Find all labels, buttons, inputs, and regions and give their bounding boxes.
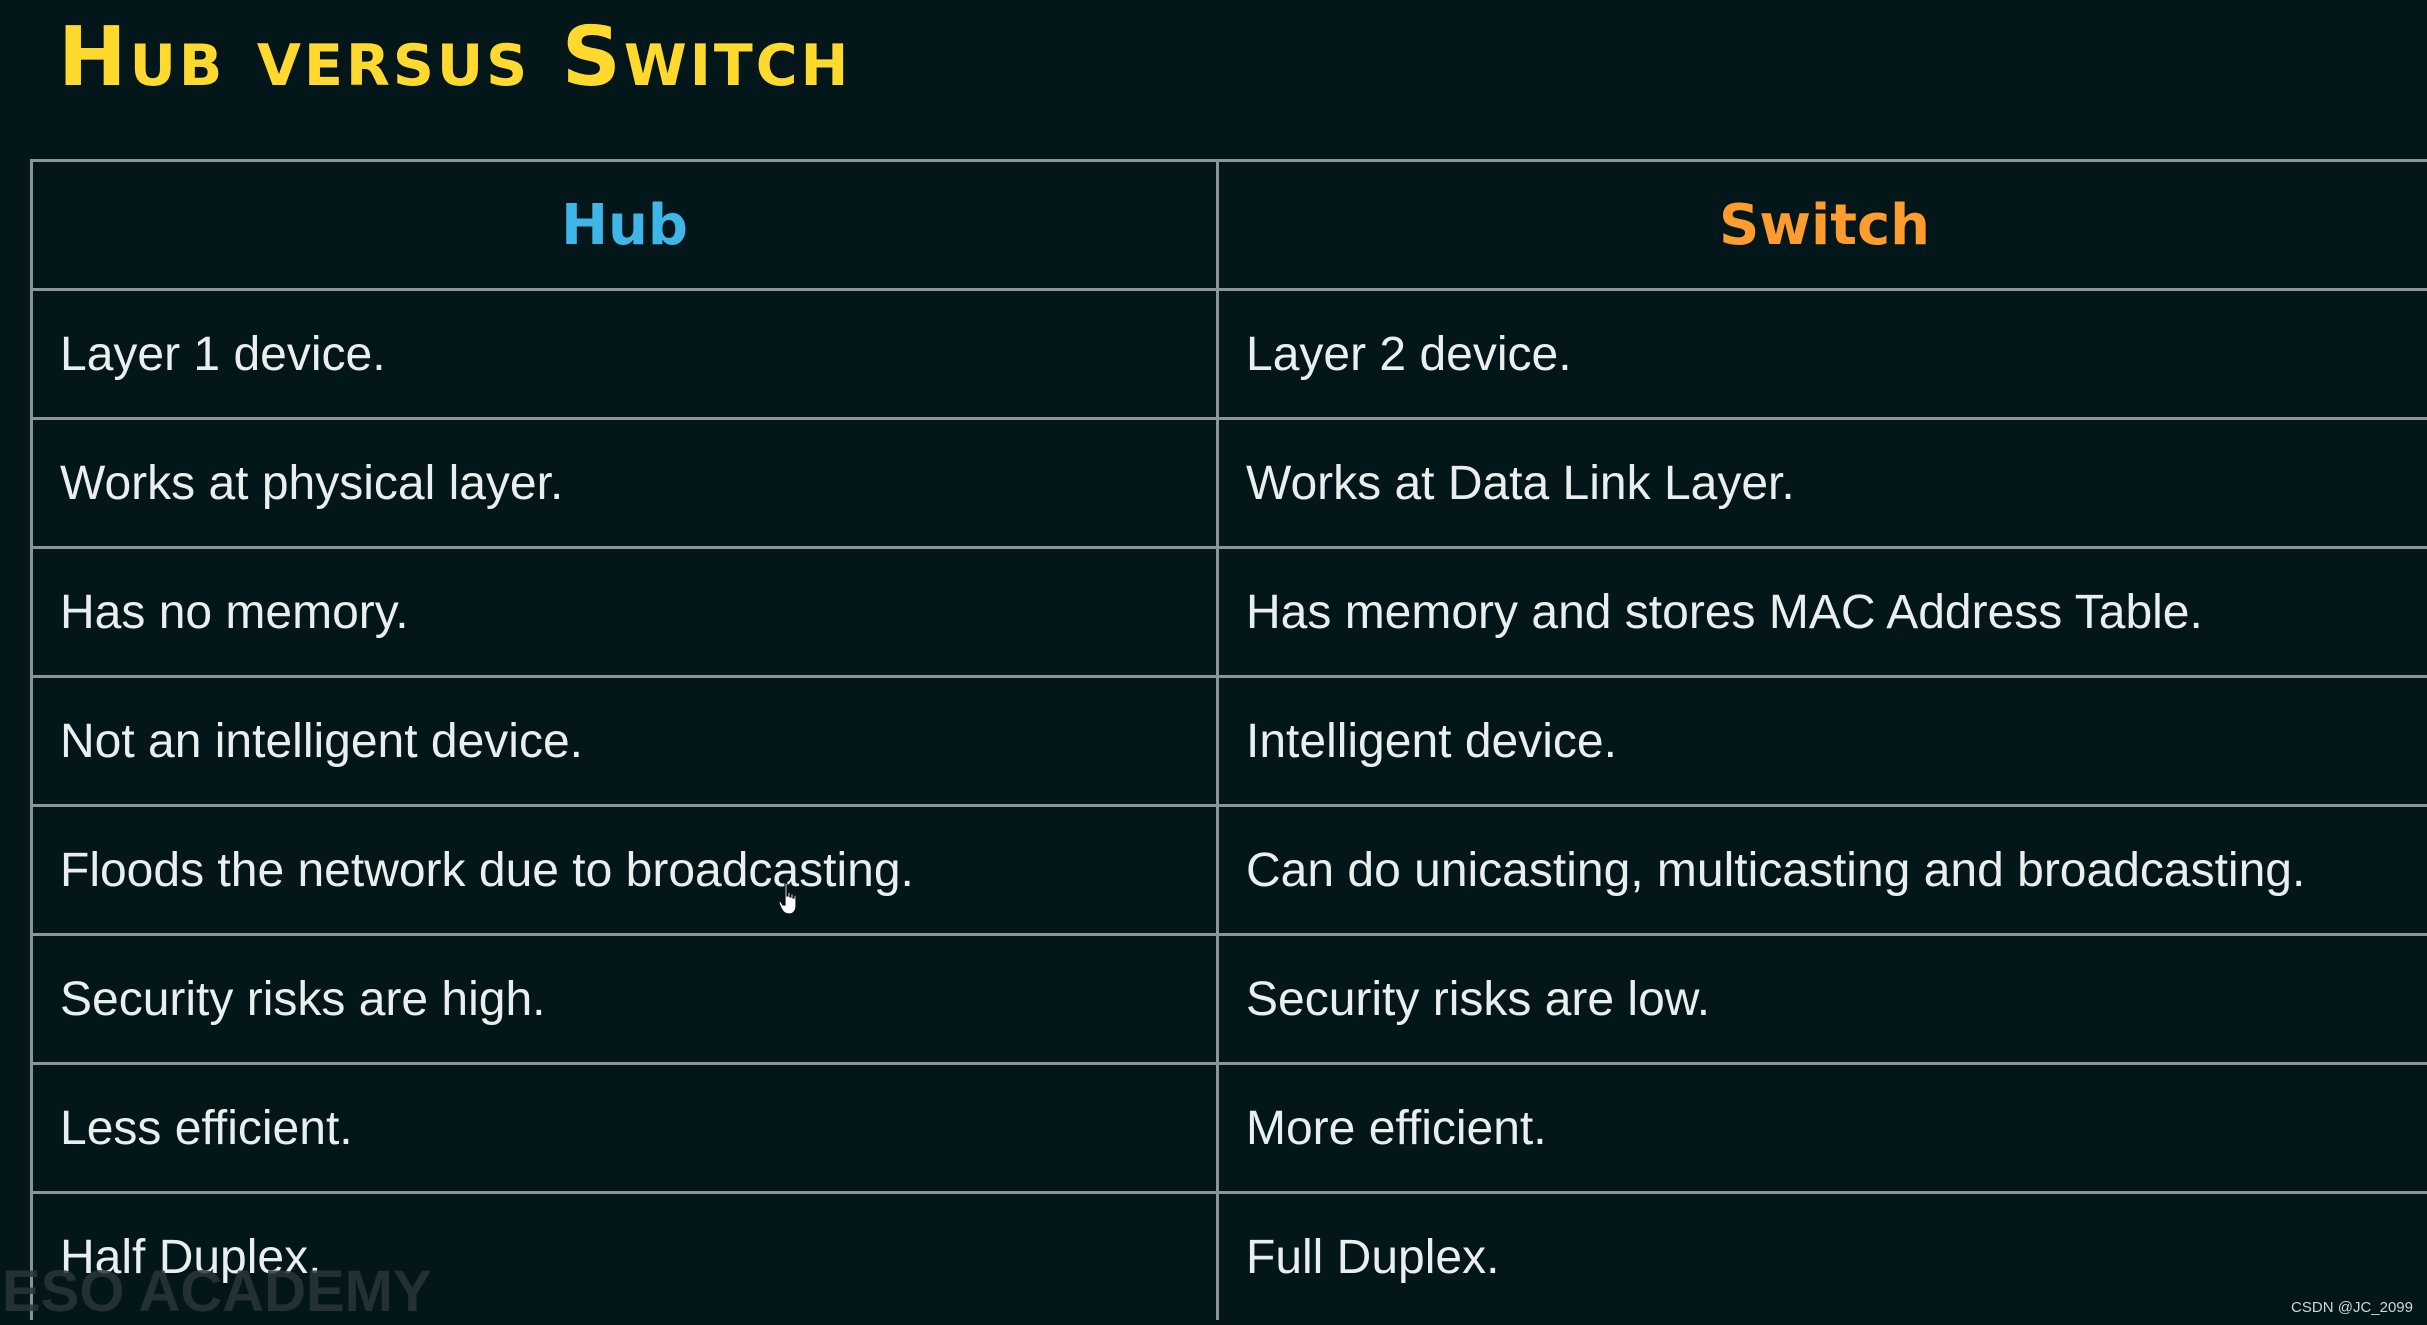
table-row: Not an intelligent device. Intelligent d… bbox=[33, 678, 2427, 807]
hub-cell: Security risks are high. bbox=[33, 936, 1219, 1062]
switch-cell: Layer 2 device. bbox=[1246, 327, 1572, 381]
switch-cell: Full Duplex. bbox=[1246, 1230, 1500, 1284]
hub-cell: Not an intelligent device. bbox=[33, 678, 1219, 804]
hub-cell: Less efficient. bbox=[33, 1065, 1219, 1191]
table-row: Half Duplex. Full Duplex. bbox=[33, 1194, 2427, 1320]
table-row: Works at physical layer. Works at Data L… bbox=[33, 420, 2427, 549]
column-header-hub: Hub bbox=[33, 162, 1219, 288]
hub-cell: Layer 1 device. bbox=[33, 291, 1219, 417]
switch-cell: Security risks are low. bbox=[1246, 972, 1711, 1026]
comparison-table: Hub Switch Layer 1 device. Layer 2 devic… bbox=[30, 159, 2427, 1320]
switch-cell: Can do unicasting, multicasting and broa… bbox=[1246, 843, 2306, 897]
switch-cell: More efficient. bbox=[1246, 1101, 1547, 1155]
hub-cell: Floods the network due to broadcasting. bbox=[33, 807, 1219, 933]
page-title: Hub versus Switch bbox=[58, 10, 852, 105]
table-header-row: Hub Switch bbox=[33, 162, 2427, 291]
table-row: Has no memory. Has memory and stores MAC… bbox=[33, 549, 2427, 678]
switch-cell: Works at Data Link Layer. bbox=[1246, 456, 1795, 510]
table-row: Floods the network due to broadcasting. … bbox=[33, 807, 2427, 936]
watermark-logo: ESO ACADEMY bbox=[2, 1259, 432, 1324]
switch-cell: Has memory and stores MAC Address Table. bbox=[1246, 585, 2203, 639]
credit-text: CSDN @JC_2099 bbox=[2291, 1299, 2413, 1316]
hub-cell: Works at physical layer. bbox=[33, 420, 1219, 546]
switch-cell: Intelligent device. bbox=[1246, 714, 1617, 768]
hand-pointer-icon bbox=[778, 882, 797, 915]
hub-cell: Has no memory. bbox=[33, 549, 1219, 675]
hub-cell: Half Duplex. bbox=[33, 1194, 1219, 1320]
table-row: Security risks are high. Security risks … bbox=[33, 936, 2427, 1065]
table-row: Layer 1 device. Layer 2 device. bbox=[33, 291, 2427, 420]
table-row: Less efficient. More efficient. bbox=[33, 1065, 2427, 1194]
column-header-switch: Switch bbox=[1718, 192, 1931, 258]
